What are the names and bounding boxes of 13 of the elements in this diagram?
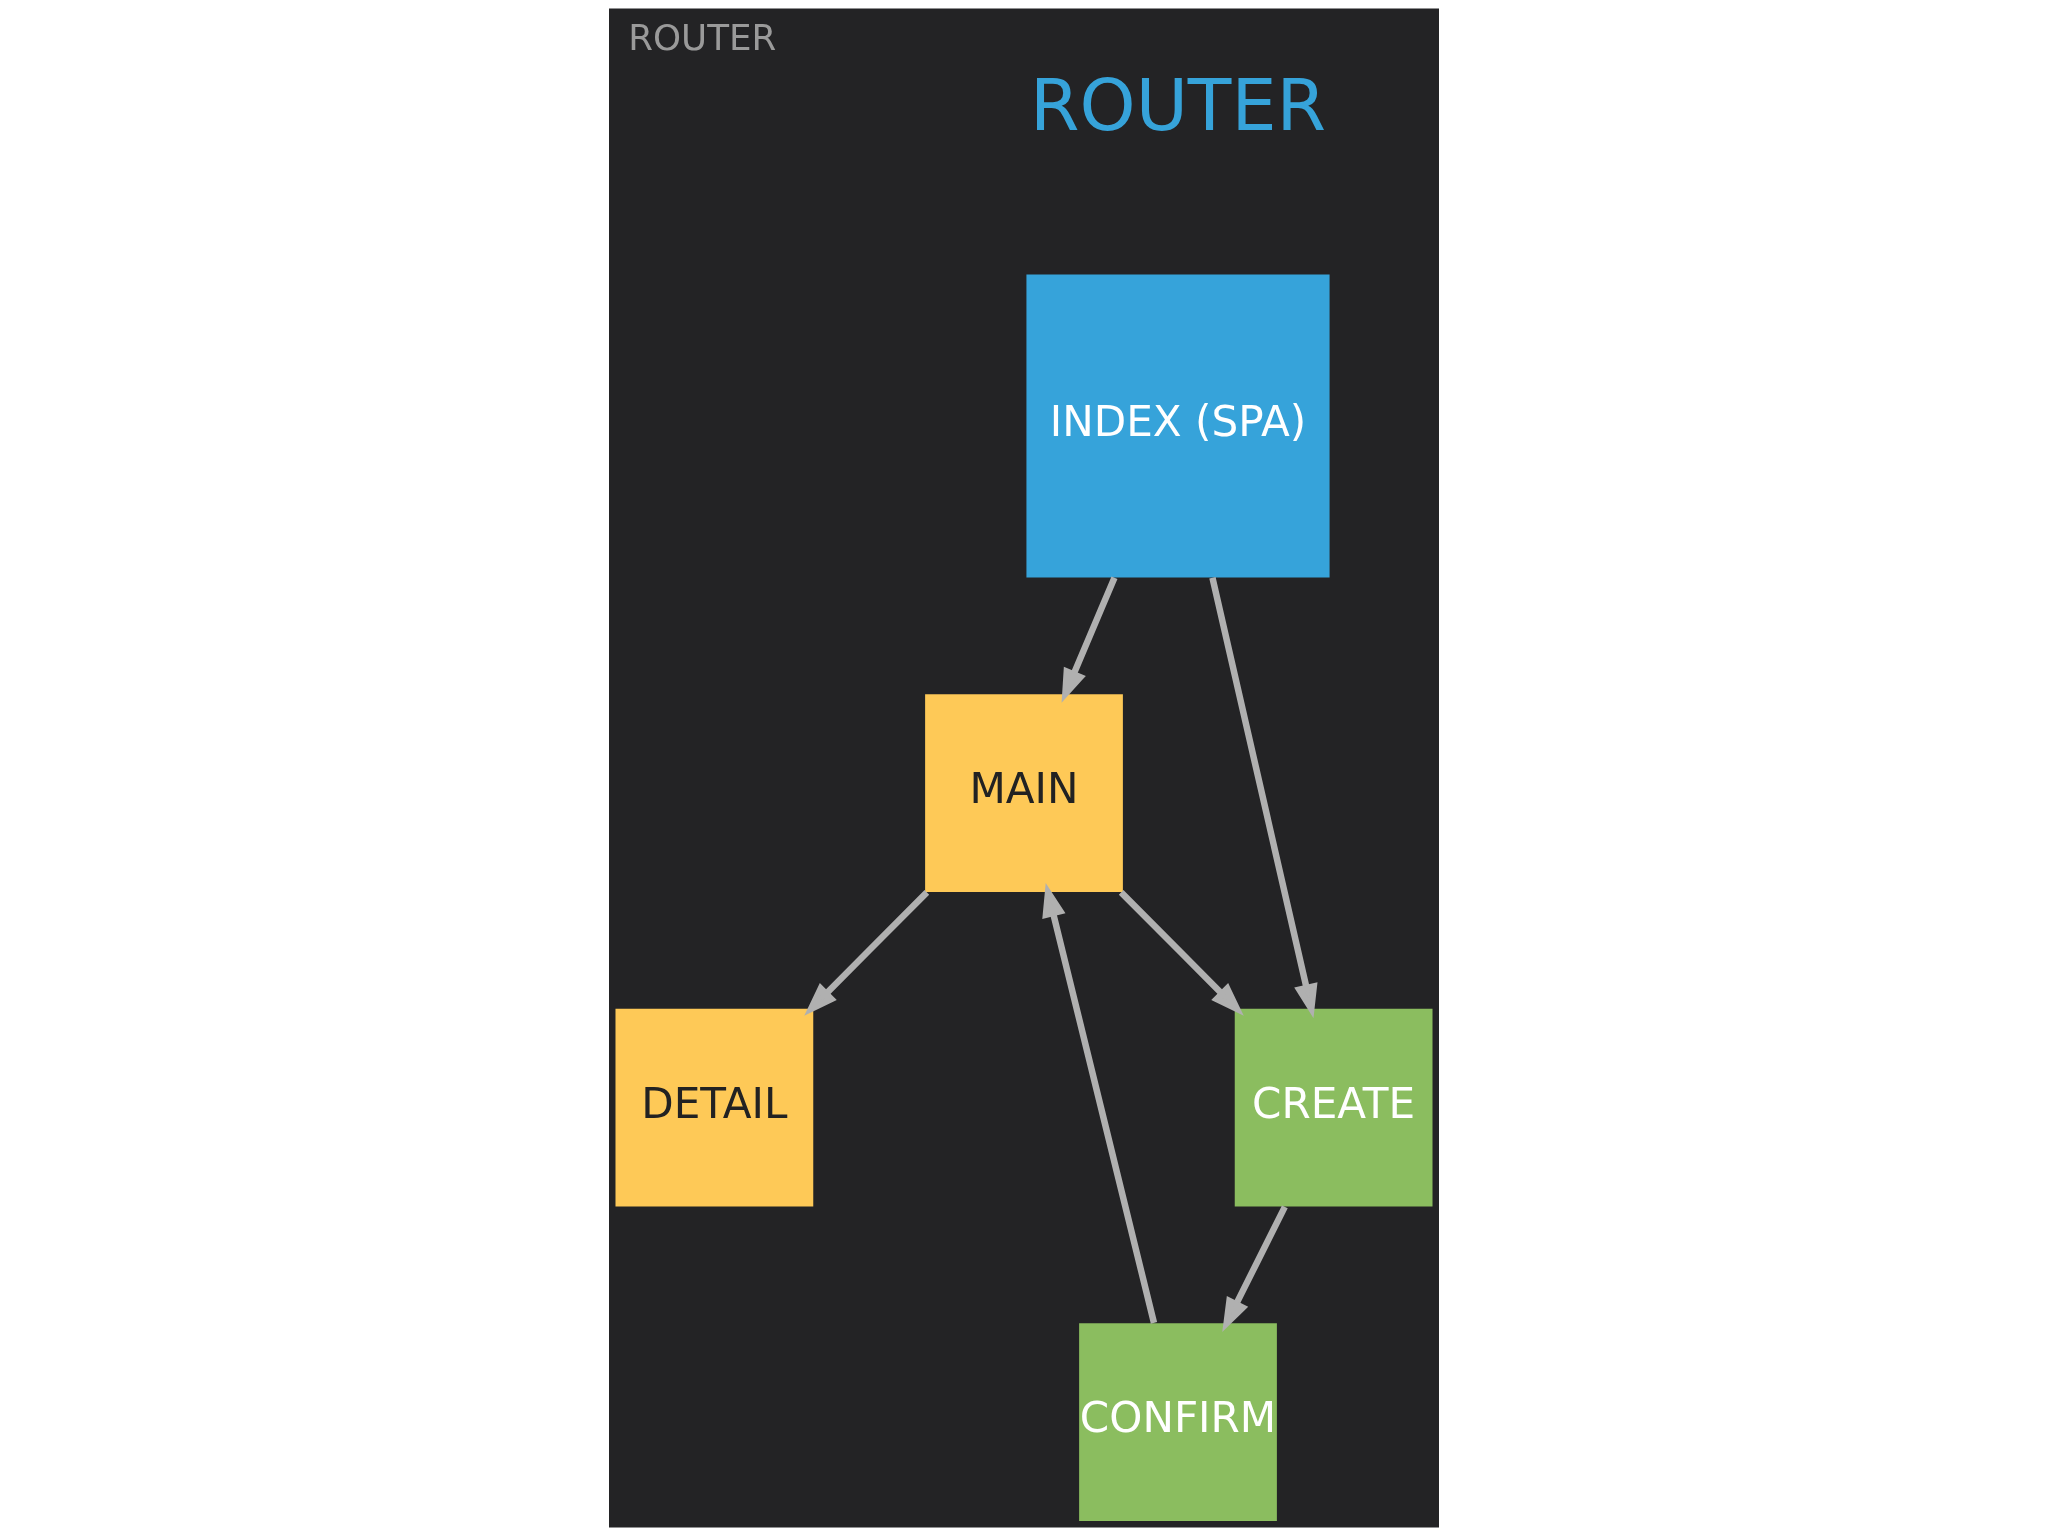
arrow (1118, 890, 1244, 1016)
arrow (1042, 883, 1158, 1324)
node-box: DETAIL (615, 1008, 814, 1207)
node-box: CONFIRM (1079, 1323, 1277, 1521)
arrow (804, 890, 930, 1016)
arrow (1222, 1205, 1288, 1332)
arrow (1209, 577, 1318, 1019)
label: ROUTER (1029, 64, 1327, 148)
node-box: INDEX (SPA) (1026, 274, 1330, 578)
diagram-title: ROUTER (628, 17, 777, 59)
node-box: CREATE (1234, 1008, 1433, 1207)
arrow (1061, 576, 1118, 703)
node-box: MAIN (925, 694, 1123, 892)
